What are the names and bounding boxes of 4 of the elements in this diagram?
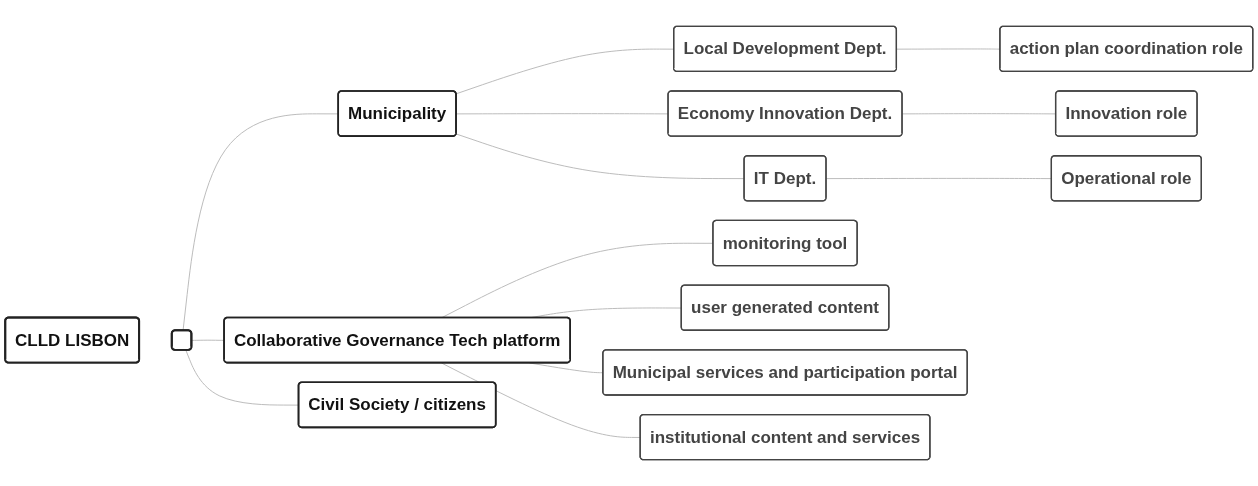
connector <box>182 113 339 332</box>
connector <box>440 362 641 438</box>
connector <box>191 339 225 341</box>
connector <box>455 133 745 180</box>
